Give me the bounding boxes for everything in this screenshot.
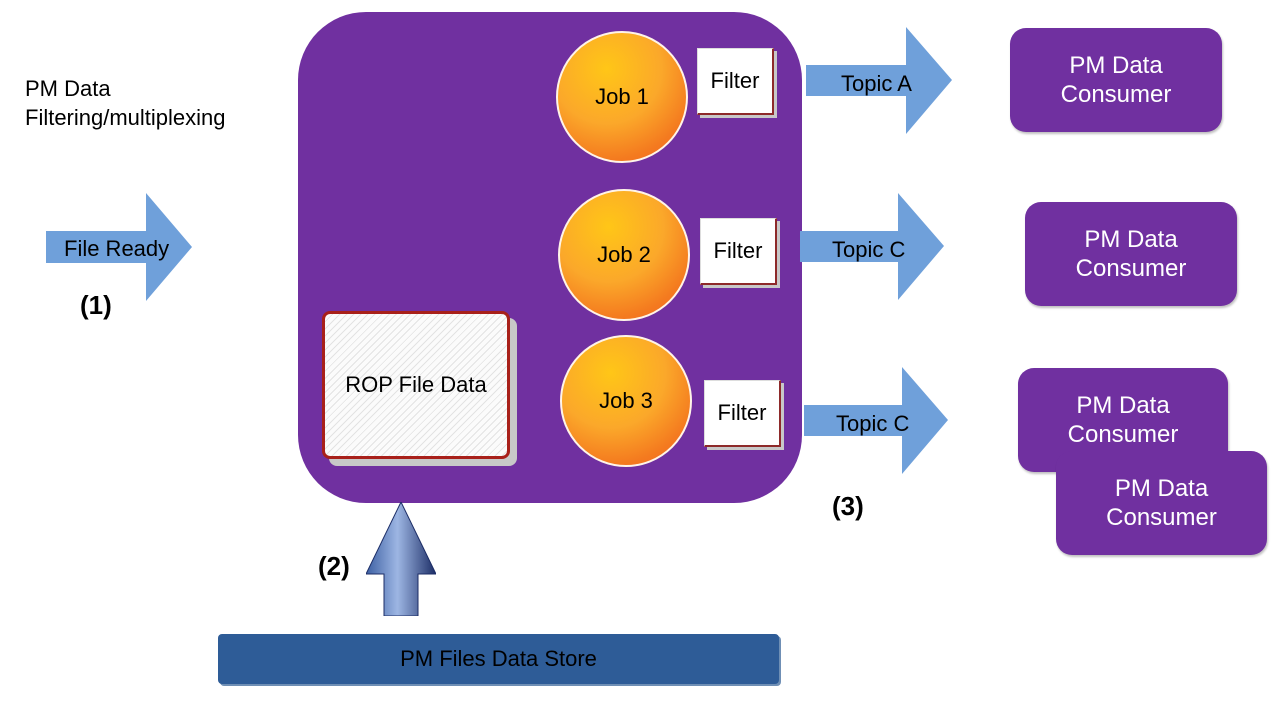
topic-a-label: Topic A xyxy=(841,71,912,96)
step-3-label: (3) xyxy=(832,491,864,521)
topic-c-label-2: Topic C xyxy=(836,411,910,436)
consumer-2-label: PM Data Consumer xyxy=(1075,226,1187,282)
job-1-filter: Filter xyxy=(697,48,774,115)
topic-c-arrow-1 xyxy=(800,193,944,300)
rop-file-data-label: ROP File Data xyxy=(345,372,487,397)
consumer-2: PM Data Consumer xyxy=(1025,202,1237,306)
step-2-label: (2) xyxy=(318,551,350,581)
consumer-4: PM Data Consumer xyxy=(1056,451,1267,555)
job-2-filter: Filter xyxy=(700,218,777,285)
topic-c-arrow-2 xyxy=(804,367,948,474)
topic-c-label-1: Topic C xyxy=(832,237,906,262)
job-1-circle: Job 1 xyxy=(556,31,688,163)
job-3-filter-label: Filter xyxy=(717,400,767,425)
job-2-label: Job 2 xyxy=(597,242,651,267)
consumer-1-label: PM Data Consumer xyxy=(1060,52,1172,108)
job-3-label: Job 3 xyxy=(599,388,653,413)
pm-files-data-store: PM Files Data Store xyxy=(218,634,779,684)
job-2-circle: Job 2 xyxy=(558,189,690,321)
step-1-label: (1) xyxy=(80,290,112,320)
consumer-4-label: PM Data Consumer xyxy=(1106,475,1217,531)
topic-a-arrow xyxy=(806,27,952,134)
job-1-label: Job 1 xyxy=(595,84,649,109)
file-ready-label: File Ready xyxy=(64,236,170,261)
consumer-1: PM Data Consumer xyxy=(1010,28,1222,132)
consumer-3-label: PM Data Consumer xyxy=(1067,392,1179,448)
job-2-filter-label: Filter xyxy=(713,238,763,263)
pm-files-data-store-label: PM Files Data Store xyxy=(400,646,597,671)
file-ready-arrow xyxy=(46,193,192,301)
job-1-filter-label: Filter xyxy=(710,68,760,93)
job-3-filter: Filter xyxy=(704,380,781,447)
job-3-circle: Job 3 xyxy=(560,335,692,467)
rop-file-data-card: ROP File Data xyxy=(322,311,510,459)
diagram-caption: PM Data Filtering/multiplexing xyxy=(25,76,226,130)
store-to-processing-arrow xyxy=(366,502,436,616)
